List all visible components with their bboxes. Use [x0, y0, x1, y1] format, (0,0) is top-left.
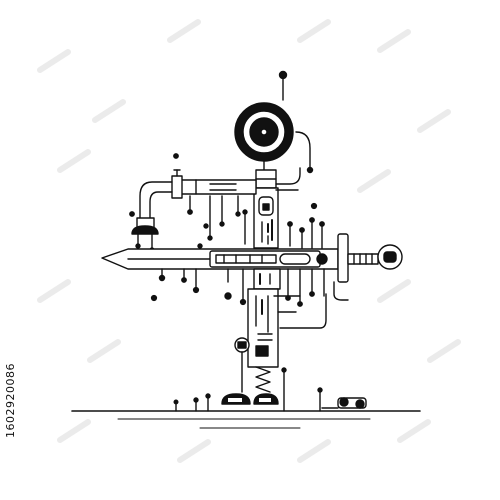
robot-upper-torso	[253, 169, 279, 249]
decorative-wires	[129, 153, 349, 412]
robot-head-speaker	[234, 70, 314, 179]
stock-image-id: 1602920086	[0, 300, 20, 500]
ground-lines	[71, 410, 421, 429]
stock-image-id-text: 1602920086	[3, 362, 17, 438]
sword	[101, 233, 403, 283]
watermark-pattern	[37, 19, 461, 463]
robot-arm-pipe	[131, 167, 301, 253]
robot-lower-body	[221, 268, 281, 405]
ground-machine	[321, 397, 367, 409]
